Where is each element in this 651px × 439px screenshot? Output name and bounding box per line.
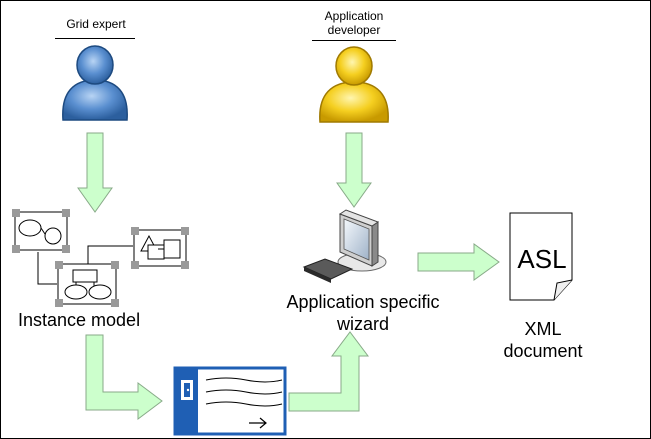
- wizard-label-line1: Application specific: [286, 292, 440, 312]
- computer-icon: [302, 209, 387, 283]
- asl-label: ASL: [517, 244, 567, 274]
- wizard-label: Application specific wizard: [268, 291, 458, 335]
- xml-label-line2: document: [503, 341, 583, 361]
- document-page-icon: [509, 212, 573, 301]
- app-developer-label-line1: Application: [324, 9, 384, 23]
- arrow-computer-to-xml: [417, 243, 500, 281]
- instance-model-icon: [12, 209, 189, 307]
- arrow-form-to-wizard: [288, 331, 369, 412]
- wizard-label-line2: wizard: [336, 314, 389, 334]
- arrow-expert-to-model: [77, 132, 113, 213]
- instance-model-label: Instance model: [18, 310, 141, 330]
- grid-expert-person-icon: [62, 45, 128, 121]
- grid-expert-label: Grid expert: [66, 17, 126, 31]
- arrow-model-to-form: [85, 334, 163, 420]
- form-document-icon: [173, 366, 287, 436]
- app-developer-person-icon: [319, 46, 389, 123]
- arrow-developer-to-computer: [336, 132, 372, 208]
- xml-document-label: XML document: [498, 318, 588, 362]
- app-developer-label-line2: developer: [327, 23, 381, 37]
- app-developer-underline: [312, 40, 396, 41]
- xml-label-line1: XML: [524, 319, 562, 339]
- app-developer-label: Application developer: [309, 9, 399, 37]
- grid-expert-underline: [55, 38, 135, 39]
